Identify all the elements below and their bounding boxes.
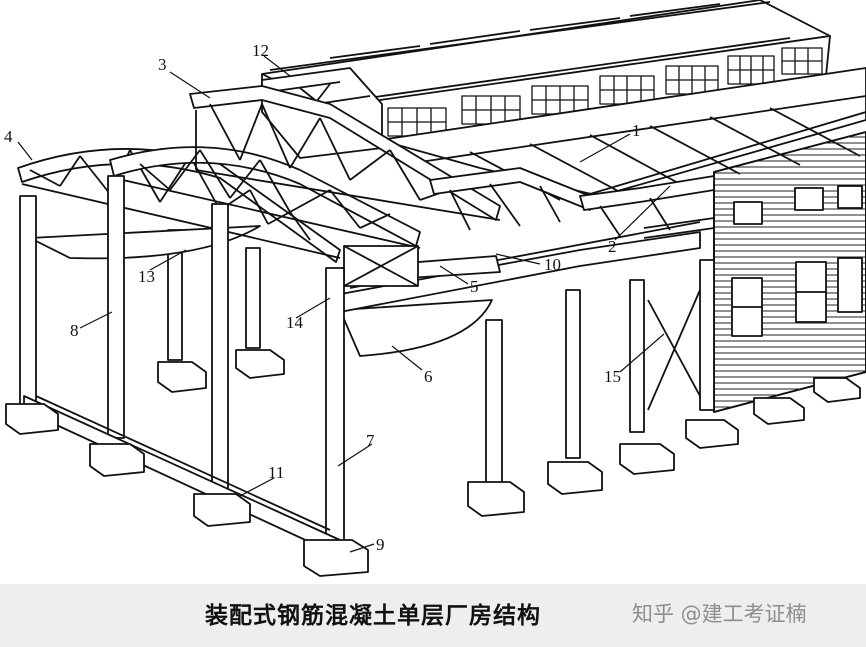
- label-14: 14: [286, 313, 304, 332]
- end-wall: [713, 131, 866, 413]
- label-2: 2: [608, 237, 617, 256]
- label-13: 13: [138, 267, 155, 286]
- roof-slabs: [379, 67, 866, 201]
- label-3: 3: [158, 55, 167, 74]
- factory-structure-drawing: 1 2 3 4 5 6 7 8 9 10 11 12 13 14 15: [4, 0, 866, 577]
- label-11: 11: [268, 463, 284, 482]
- label-15: 15: [604, 367, 621, 386]
- front-columns: [19, 175, 503, 557]
- back-columns: [157, 229, 861, 495]
- label-10: 10: [544, 255, 561, 274]
- roof-trusses: [17, 85, 715, 287]
- front-footings: [5, 403, 525, 577]
- caption-bar: [0, 584, 866, 647]
- component-labels: 1 2 3 4 5 6 7 8 9 10 11 12 13 14 15: [4, 41, 641, 554]
- label-4: 4: [4, 127, 13, 146]
- vertical-bracing: [643, 217, 715, 411]
- label-8: 8: [70, 321, 79, 340]
- label-1: 1: [632, 121, 641, 140]
- label-5: 5: [470, 277, 479, 296]
- label-9: 9: [376, 535, 385, 554]
- watermark: 知乎 @建工考证楠: [632, 602, 807, 626]
- label-7: 7: [366, 431, 375, 450]
- crane-beams: [29, 221, 701, 357]
- label-6: 6: [424, 367, 433, 386]
- label-12: 12: [252, 41, 269, 60]
- figure-caption: 装配式钢筋混凝土单层厂房结构: [205, 602, 541, 629]
- leader-lines: [17, 55, 671, 553]
